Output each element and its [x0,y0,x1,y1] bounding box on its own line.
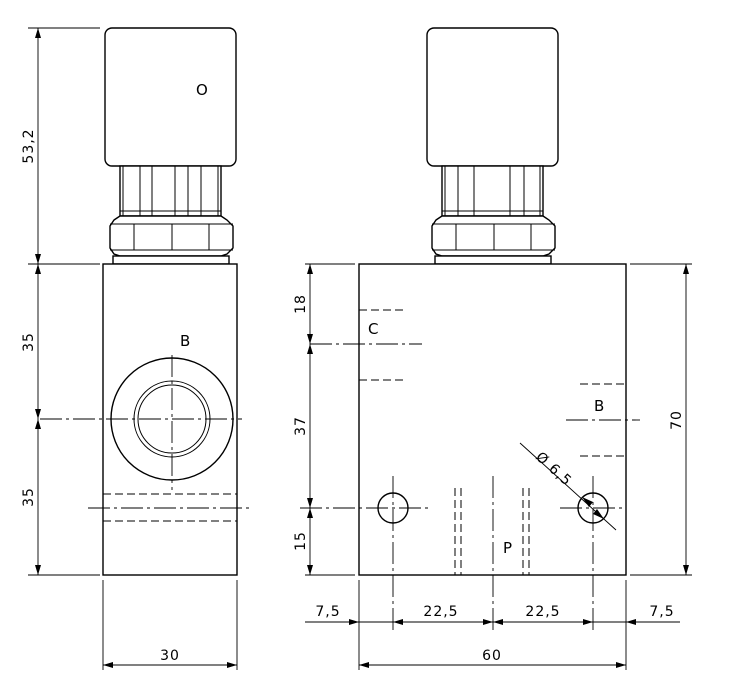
left-cap [104,27,237,167]
left-cap-mark: O [196,81,208,99]
right-port-b-label: B [594,397,604,415]
right-lower-nut [431,215,556,265]
right-upper-nut [441,165,544,217]
right-dim-60: 60 [482,648,502,664]
right-dim-7-5-right: 7,5 [649,604,674,620]
right-dim-15: 15 [293,531,309,551]
right-dim-22-5-right: 22,5 [525,604,560,620]
left-port-b-label: B [180,332,190,350]
left-dim-35-lower: 35 [21,487,37,507]
right-port-c-label: C [368,320,378,338]
left-dim-53-2: 53,2 [21,128,37,163]
right-dim-70: 70 [669,410,685,430]
left-lower-nut [109,215,234,265]
right-dim-7-5-left: 7,5 [315,604,340,620]
right-dim-37: 37 [293,416,309,436]
left-upper-nut [119,165,222,217]
right-cap [426,27,559,167]
right-port-p-label: P [503,539,512,557]
left-dim-30: 30 [160,648,180,664]
right-view: C B P Ø 6,5 18 37 [293,27,692,670]
left-view: O B [21,27,252,670]
right-dim-22-5-left: 22,5 [423,604,458,620]
right-valve-body [358,263,627,576]
right-dim-18: 18 [293,294,309,314]
left-dim-35-upper: 35 [21,332,37,352]
